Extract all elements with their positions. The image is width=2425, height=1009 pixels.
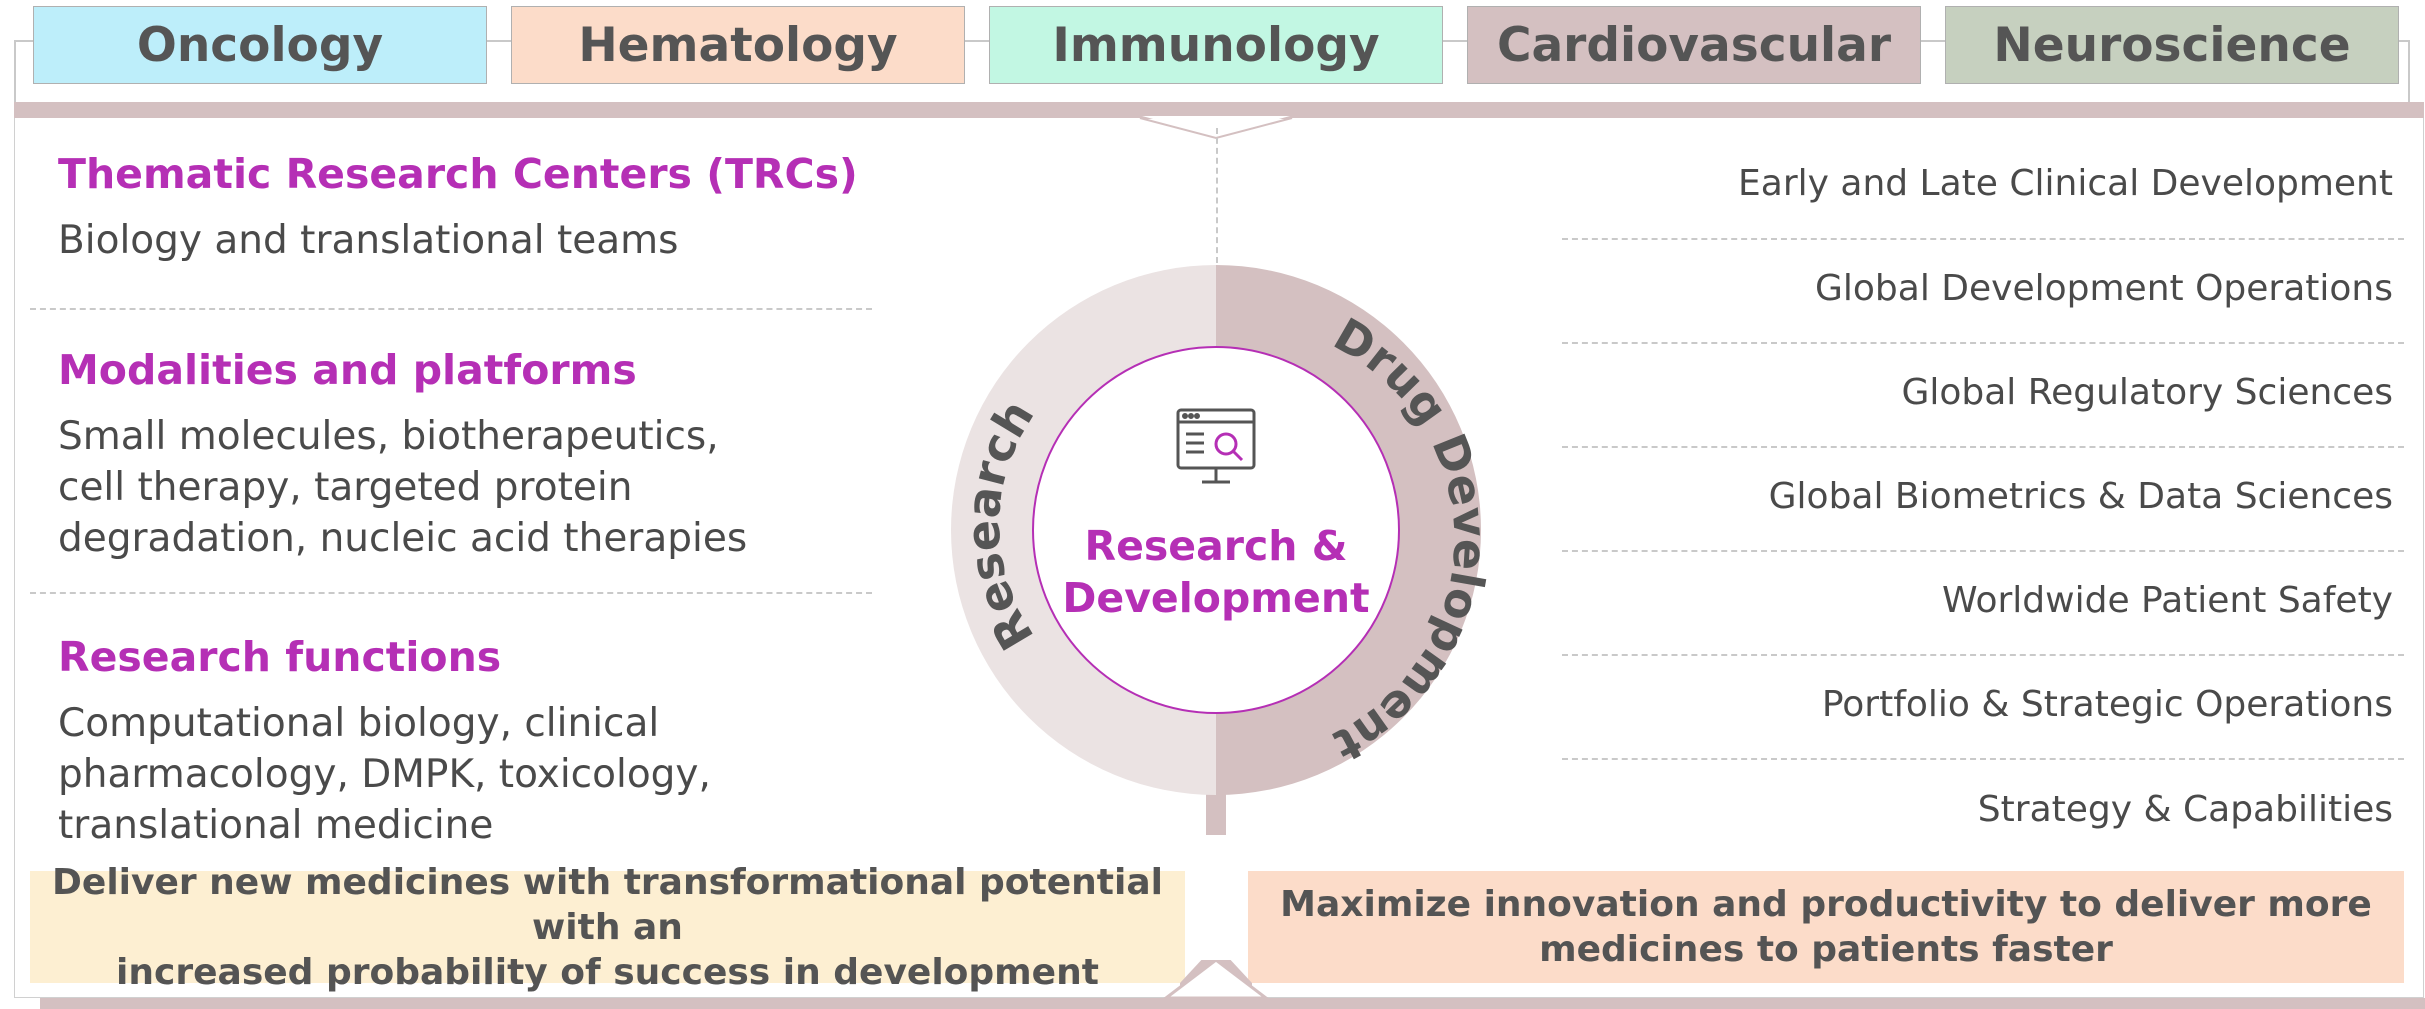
research-heading-modalities: Modalities and platforms bbox=[58, 346, 637, 394]
right-divider bbox=[1562, 550, 2404, 552]
monitor-search-icon bbox=[1176, 408, 1256, 484]
center-divider bbox=[1216, 128, 1218, 263]
research-body-line: pharmacology, DMPK, toxicology, bbox=[58, 752, 711, 797]
drug-dev-goal-banner: Maximize innovation and productivity to … bbox=[1248, 871, 2404, 983]
research-body-trc: Biology and translational teams bbox=[58, 215, 678, 266]
center-inner-circle bbox=[1032, 346, 1400, 714]
center-title-line: Development bbox=[1062, 574, 1370, 622]
right-divider bbox=[1562, 758, 2404, 760]
research-body-line: Biology and translational teams bbox=[58, 218, 679, 263]
research-heading-trc: Thematic Research Centers (TRCs) bbox=[58, 150, 858, 198]
center-circle-diagram: Research Drug Development bbox=[951, 265, 1498, 835]
tab-hematology: Hematology bbox=[511, 6, 965, 84]
research-body-line: Computational biology, clinical bbox=[58, 701, 660, 746]
center-title-line: Research & bbox=[1084, 522, 1348, 570]
drug-dev-item: Early and Late Clinical Development bbox=[1738, 163, 2393, 204]
right-divider bbox=[1562, 238, 2404, 240]
left-divider bbox=[30, 308, 872, 310]
tab-connector-right bbox=[2408, 40, 2410, 102]
tab-connector-left bbox=[14, 40, 16, 102]
drug-dev-item: Worldwide Patient Safety bbox=[1941, 580, 2393, 621]
tab-neuroscience: Neuroscience bbox=[1945, 6, 2399, 84]
research-heading-functions: Research functions bbox=[58, 633, 502, 681]
left-divider bbox=[30, 592, 872, 594]
research-body-functions: Computational biology, clinical pharmaco… bbox=[58, 698, 711, 851]
banner-line: medicines to patients faster bbox=[1539, 929, 2113, 970]
drug-dev-item: Global Biometrics & Data Sciences bbox=[1768, 476, 2393, 517]
research-body-line: degradation, nucleic acid therapies bbox=[58, 516, 748, 561]
bottom-bar bbox=[40, 998, 2425, 1009]
tab-cardiovascular: Cardiovascular bbox=[1467, 6, 1921, 84]
banner-line: Deliver new medicines with transformatio… bbox=[52, 861, 1163, 948]
research-body-line: Small molecules, biotherapeutics, bbox=[58, 414, 719, 459]
banner-line: Maximize innovation and productivity to … bbox=[1280, 884, 2372, 925]
drug-dev-item: Global Regulatory Sciences bbox=[1901, 372, 2393, 413]
center-title: Research & Development bbox=[1036, 520, 1396, 624]
right-divider bbox=[1562, 654, 2404, 656]
drug-dev-item: Portfolio & Strategic Operations bbox=[1821, 684, 2393, 725]
drug-dev-item: Global Development Operations bbox=[1815, 268, 2393, 309]
research-body-line: cell therapy, targeted protein bbox=[58, 465, 633, 510]
drug-dev-item: Strategy & Capabilities bbox=[1977, 789, 2393, 830]
tab-immunology: Immunology bbox=[989, 6, 1443, 84]
banner-line: increased probability of success in deve… bbox=[116, 951, 1099, 993]
research-body-modalities: Small molecules, biotherapeutics, cell t… bbox=[58, 411, 747, 564]
tab-oncology: Oncology bbox=[33, 6, 487, 84]
top-bar bbox=[14, 102, 2424, 118]
research-goal-banner: Deliver new medicines with transformatio… bbox=[30, 862, 1185, 993]
right-divider bbox=[1562, 342, 2404, 344]
research-body-line: translational medicine bbox=[58, 803, 494, 848]
right-divider bbox=[1562, 446, 2404, 448]
